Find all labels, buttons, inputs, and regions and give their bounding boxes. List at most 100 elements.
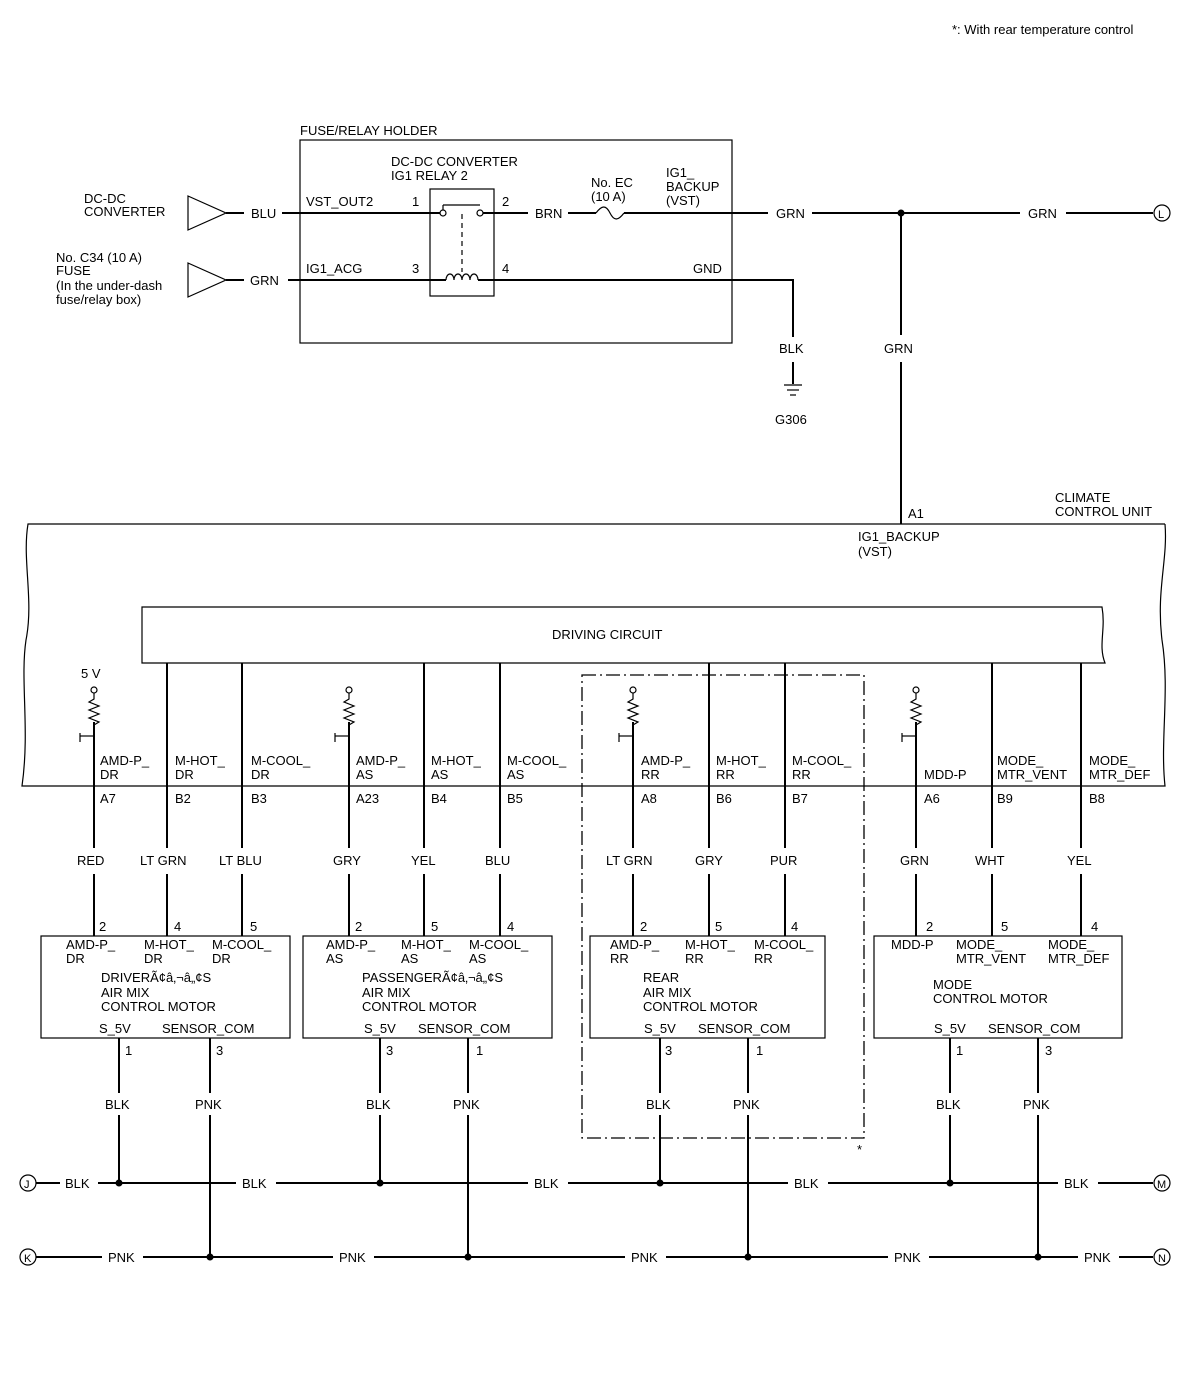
pin-1-label: 1 <box>412 194 419 209</box>
ground-g306: G306 <box>775 412 807 427</box>
term-mhot-dr-2: DR <box>175 767 194 782</box>
relay-name-1: DC-DC CONVERTER <box>391 154 518 169</box>
passenger-air-mix-motor-box <box>302 935 553 1039</box>
mode-term-vent-1: MODE_ <box>956 937 1003 952</box>
pin-b3: B3 <box>251 791 267 806</box>
driving-circuit-label: DRIVING CIRCUIT <box>552 627 663 642</box>
driver-sensor-com: SENSOR_COM <box>162 1021 254 1036</box>
wire-color-lt-grn-dr: LT GRN <box>140 853 186 868</box>
passenger-term-mcool-2: AS <box>469 951 487 966</box>
pin-a1-label: A1 <box>908 506 924 521</box>
term-amdp-rr-1: AMD-P_ <box>641 753 691 768</box>
driver-air-mix-motor-box <box>40 935 291 1039</box>
wire-color-gry-rr: GRY <box>695 853 723 868</box>
motor-rr-pin-2: 2 <box>640 919 647 934</box>
pullup-resistor-as <box>334 686 356 742</box>
wire-color-blk-rr: BLK <box>646 1097 671 1112</box>
mode-term-vent-2: MTR_VENT <box>956 951 1026 966</box>
wire-color-wht: WHT <box>975 853 1005 868</box>
mode-term-def-2: MTR_DEF <box>1048 951 1109 966</box>
mode-control-motor-box <box>873 935 1123 1039</box>
driver-term-mcool-1: M-COOL_ <box>212 937 272 952</box>
pin-a23: A23 <box>356 791 379 806</box>
bus-blk-2: BLK <box>242 1176 267 1191</box>
bus-blk-3: BLK <box>534 1176 559 1191</box>
pullup-resistor-mode <box>901 686 923 742</box>
wire-color-pnk-rr: PNK <box>733 1097 760 1112</box>
bus-pnk-1: PNK <box>108 1250 135 1265</box>
term-amdp-rr-2: RR <box>641 767 660 782</box>
connector-l: L <box>1153 204 1171 222</box>
ig1-backup-label-3: (VST) <box>666 193 700 208</box>
term-amdp-dr-2: DR <box>100 767 119 782</box>
term-mhot-rr-1: M-HOT_ <box>716 753 767 768</box>
driver-motor-name-3: CONTROL MOTOR <box>101 999 216 1014</box>
bus-pnk-5: PNK <box>1084 1250 1111 1265</box>
relay-name-2: IG1 RELAY 2 <box>391 168 468 183</box>
wire-color-pnk-dr: PNK <box>195 1097 222 1112</box>
driver-term-amdp-1: AMD-P_ <box>66 937 116 952</box>
pin-b9: B9 <box>997 791 1013 806</box>
mode-sensor-com: SENSOR_COM <box>988 1021 1080 1036</box>
wire-color-blk-mode: BLK <box>936 1097 961 1112</box>
passenger-pin-1: 1 <box>476 1043 483 1058</box>
term-amdp-as-2: AS <box>356 767 374 782</box>
term-mcool-dr-1: M-COOL_ <box>251 753 311 768</box>
c34-source-triangle <box>187 262 228 298</box>
rear-term-mhot-1: M-HOT_ <box>685 937 736 952</box>
driver-term-mhot-2: DR <box>144 951 163 966</box>
driver-pin-3: 3 <box>216 1043 223 1058</box>
svg-text:K: K <box>24 1253 32 1265</box>
rear-option-asterisk: * <box>857 1142 862 1157</box>
wire-color-grn-drop: GRN <box>884 341 913 356</box>
motor-rr-pin-4: 4 <box>791 919 798 934</box>
motor-as-pin-2: 2 <box>355 919 362 934</box>
rear-term-mcool-2: RR <box>754 951 773 966</box>
wire-color-blk-as: BLK <box>366 1097 391 1112</box>
svg-text:J: J <box>24 1179 30 1191</box>
term-mcool-dr-2: DR <box>251 767 270 782</box>
rear-term-mcool-1: M-COOL_ <box>754 937 814 952</box>
term-mhot-as-1: M-HOT_ <box>431 753 482 768</box>
wire-color-pnk-as: PNK <box>453 1097 480 1112</box>
ground-symbol <box>784 384 802 396</box>
mode-pin-1: 1 <box>956 1043 963 1058</box>
term-mcool-as-1: M-COOL_ <box>507 753 567 768</box>
svg-text:N: N <box>1158 1253 1166 1265</box>
bus-blk-4: BLK <box>794 1176 819 1191</box>
c34-label-3: (In the under-dash <box>56 278 162 293</box>
passenger-s5v: S_5V <box>364 1021 396 1036</box>
ig1-backup-unit-2: (VST) <box>858 544 892 559</box>
bus-pnk-3: PNK <box>631 1250 658 1265</box>
c34-label-2: FUSE <box>56 263 91 278</box>
driver-term-mhot-1: M-HOT_ <box>144 937 195 952</box>
pin-3-label: 3 <box>412 261 419 276</box>
pullup-resistor-dr <box>79 686 101 742</box>
rear-sensor-com: SENSOR_COM <box>698 1021 790 1036</box>
connector-j: J <box>19 1174 37 1192</box>
motor-mode-pin-2: 2 <box>926 919 933 934</box>
wire-color-yel-as: YEL <box>411 853 436 868</box>
driver-motor-name-1: DRIVERÃ¢â‚¬â„¢S <box>101 970 212 985</box>
rear-s5v: S_5V <box>644 1021 676 1036</box>
bus-blk-1: BLK <box>65 1176 90 1191</box>
term-mhot-dr-1: M-HOT_ <box>175 753 226 768</box>
term-amdp-dr-1: AMD-P_ <box>100 753 150 768</box>
mode-motor-name-1: MODE <box>933 977 972 992</box>
fuse-relay-holder-title: FUSE/RELAY HOLDER <box>300 123 438 138</box>
driver-pin-1: 1 <box>125 1043 132 1058</box>
passenger-motor-name-1: PASSENGERÃ¢â‚¬â„¢S <box>362 970 503 985</box>
passenger-term-mhot-1: M-HOT_ <box>401 937 452 952</box>
driver-term-mcool-2: DR <box>212 951 231 966</box>
driver-motor-name-2: AIR MIX <box>101 985 150 1000</box>
term-amdp-as-1: AMD-P_ <box>356 753 406 768</box>
wire-color-lt-grn-rr: LT GRN <box>606 853 652 868</box>
driver-s5v: S_5V <box>99 1021 131 1036</box>
mode-s5v: S_5V <box>934 1021 966 1036</box>
wire-color-blk-ground: BLK <box>779 341 804 356</box>
passenger-motor-name-3: CONTROL MOTOR <box>362 999 477 1014</box>
climate-unit-title-2: CONTROL UNIT <box>1055 504 1152 519</box>
note-rear-temp: *: With rear temperature control <box>952 22 1133 37</box>
rear-term-amdp-2: RR <box>610 951 629 966</box>
